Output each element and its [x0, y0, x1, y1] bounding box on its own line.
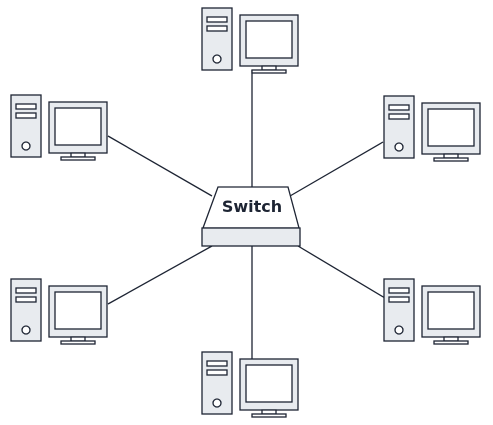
drive-bay — [15, 287, 37, 294]
monitor-stand — [433, 157, 469, 162]
computer-lower-right — [383, 278, 481, 345]
drive-bay — [388, 296, 410, 303]
monitor-screen — [245, 364, 293, 403]
computer-lower-left — [10, 278, 108, 345]
switch-base — [201, 227, 301, 247]
monitor-stand — [60, 156, 96, 161]
monitor-stand — [60, 340, 96, 345]
power-button — [212, 54, 222, 64]
power-button — [21, 325, 31, 335]
monitor-screen — [54, 291, 102, 330]
desktop-computer-icon — [383, 95, 481, 162]
power-button — [394, 142, 404, 152]
drive-bay — [206, 16, 228, 23]
drive-bay — [15, 103, 37, 110]
monitor-screen — [245, 20, 293, 59]
link-upper-right — [289, 141, 384, 197]
link-lower-right — [297, 245, 386, 299]
computer-upper-right — [383, 95, 481, 162]
drive-bay — [388, 113, 410, 120]
desktop-computer-icon — [201, 351, 299, 418]
monitor-stand — [433, 340, 469, 345]
desktop-computer-icon — [201, 7, 299, 74]
monitor-screen — [54, 107, 102, 146]
computer-upper-left — [10, 94, 108, 161]
switch-label: Switch — [222, 197, 282, 216]
connection-links — [107, 70, 386, 362]
desktop-computer-icon — [10, 94, 108, 161]
drive-bay — [206, 25, 228, 32]
network-switch: Switch — [201, 186, 301, 247]
power-button — [212, 398, 222, 408]
monitor-stand — [251, 413, 287, 418]
power-button — [21, 141, 31, 151]
desktop-computer-icon — [383, 278, 481, 345]
drive-bay — [388, 287, 410, 294]
drive-bay — [15, 296, 37, 303]
computer-top — [201, 7, 299, 74]
monitor-screen — [427, 108, 475, 147]
power-button — [394, 325, 404, 335]
computer-bottom — [201, 351, 299, 418]
link-upper-left — [107, 135, 213, 197]
drive-bay — [206, 369, 228, 376]
drive-bay — [15, 112, 37, 119]
drive-bay — [388, 104, 410, 111]
link-lower-left — [107, 245, 213, 305]
monitor-stand — [251, 69, 287, 74]
monitor-screen — [427, 291, 475, 330]
drive-bay — [206, 360, 228, 367]
desktop-computer-icon — [10, 278, 108, 345]
